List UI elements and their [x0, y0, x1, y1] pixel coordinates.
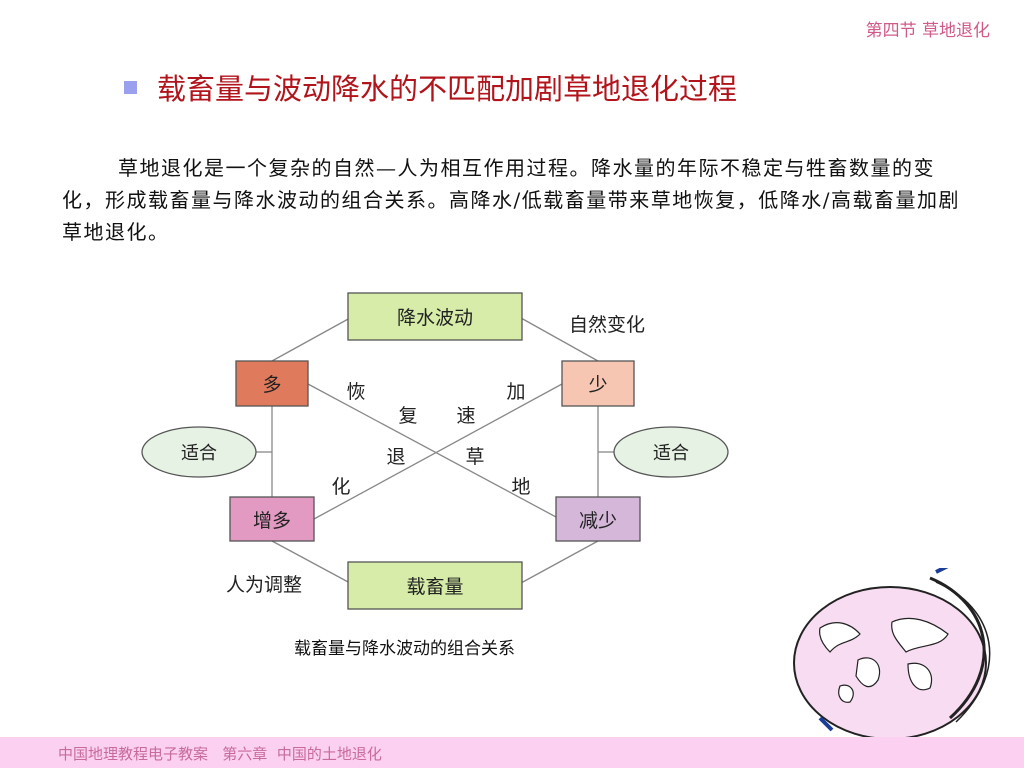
square-bullet-icon — [124, 80, 137, 94]
right-suitable-oval — [613, 426, 729, 478]
diag-char-degrade-3: 退 — [386, 446, 405, 468]
low-label: 少 — [588, 374, 607, 396]
title-text: 载畜量与波动降水的不匹配加剧草地退化过程 — [157, 72, 738, 106]
high-box — [235, 360, 309, 407]
connector-line — [271, 317, 351, 362]
connector-line — [520, 317, 599, 362]
slide-title: 载畜量与波动降水的不匹配加剧草地退化过程 — [124, 66, 737, 108]
cross-line-recovery — [307, 383, 557, 518]
human-adjustment-label: 人为调整 — [226, 574, 302, 596]
diag-char-recover-3: 草 — [465, 446, 484, 468]
diag-char-degrade-1: 加 — [506, 381, 525, 403]
globe-icon — [793, 568, 991, 738]
increase-label: 增多 — [253, 510, 291, 532]
livestock-capacity-label: 载畜量 — [406, 576, 463, 598]
high-label: 多 — [262, 374, 281, 396]
connector-line — [271, 540, 351, 584]
diag-char-recover-1: 恢 — [346, 381, 365, 403]
diagram-caption: 载畜量与降水波动的组合关系 — [294, 639, 515, 659]
precipitation-box — [347, 292, 523, 341]
livestock-capacity-box — [347, 561, 523, 610]
body-paragraph: 草地退化是一个复杂的自然—人为相互作用过程。降水量的年际不稳定与牲畜数量的变化，… — [62, 156, 960, 244]
section-label: 第四节 草地退化 — [865, 21, 990, 41]
increase-box — [229, 496, 315, 542]
diag-char-recover-4: 地 — [511, 476, 530, 498]
left-suitable-oval — [141, 426, 257, 478]
precipitation-label: 降水波动 — [397, 307, 473, 329]
left-oval-label: 适合 — [181, 443, 217, 464]
footer-bar: 中国地理教程电子教案 第六章 中国的土地退化 — [0, 737, 1024, 768]
natural-change-label: 自然变化 — [569, 314, 645, 336]
decrease-label: 减少 — [579, 510, 617, 532]
right-oval-label: 适合 — [653, 443, 689, 464]
footer-text: 中国地理教程电子教案 第六章 中国的土地退化 — [58, 745, 382, 763]
cross-line-degradation — [313, 383, 563, 520]
diag-char-degrade-2: 速 — [456, 405, 475, 427]
decrease-box — [555, 496, 641, 542]
diag-char-recover-2: 复 — [398, 405, 417, 427]
low-box — [561, 360, 635, 407]
connector-line — [520, 540, 599, 584]
diag-char-degrade-4: 化 — [331, 476, 350, 498]
